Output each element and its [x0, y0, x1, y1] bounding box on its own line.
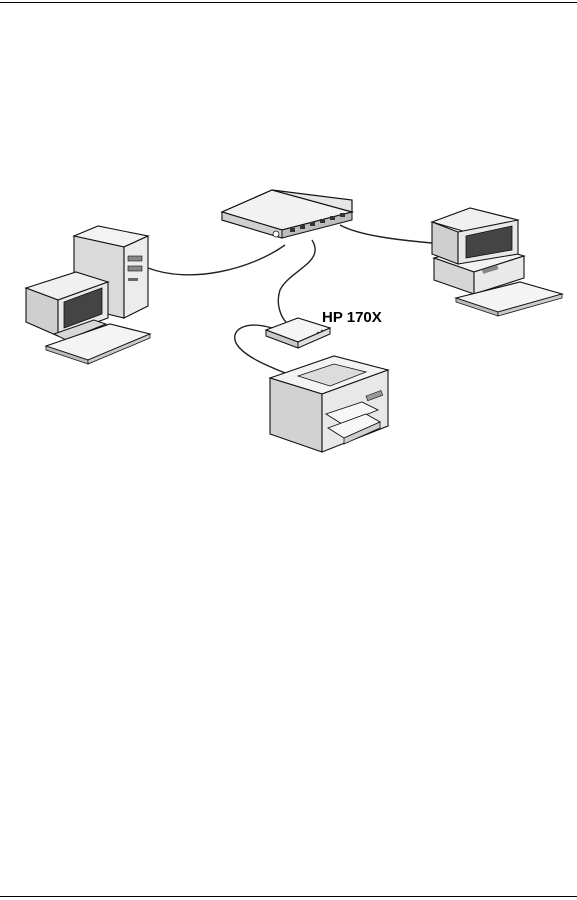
- cable-print-server-hub: [278, 240, 315, 322]
- cable-left-computer-hub: [148, 245, 285, 275]
- right-monitor-icon: [432, 208, 518, 264]
- print-server-label: HP 170X: [322, 309, 382, 326]
- bottom-rule: [0, 896, 577, 897]
- network-hub-icon: [222, 190, 352, 238]
- laser-printer-icon: [270, 356, 388, 452]
- cable-right-computer-hub: [340, 225, 432, 243]
- print-server-icon: [266, 318, 330, 348]
- cables: [148, 225, 432, 380]
